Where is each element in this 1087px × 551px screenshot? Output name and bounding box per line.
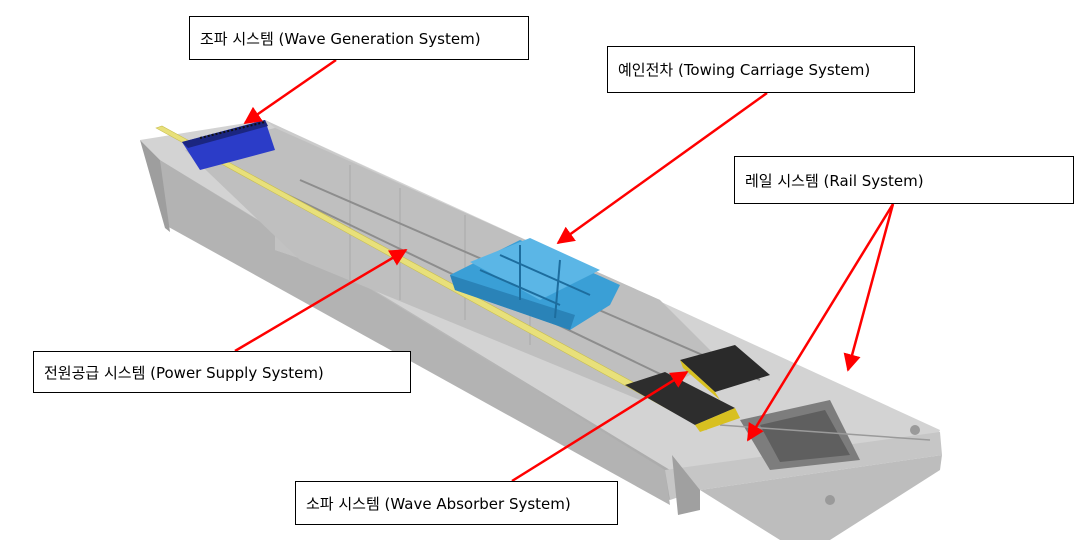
callout-rail-label: 레일 시스템 (Rail System) (745, 171, 924, 190)
wave-maker (182, 120, 275, 170)
callout-wave-generation: 조파 시스템 (Wave Generation System) (189, 16, 529, 60)
callout-towing-carriage: 예인전차 (Towing Carriage System) (607, 46, 915, 93)
arrow-wave-absorber (511, 370, 689, 483)
towing-carriage (450, 238, 620, 330)
arrow-rail-right (843, 203, 895, 372)
callout-arrows (234, 58, 895, 483)
arrow-power-supply (234, 248, 408, 353)
arrow-towing-carriage (556, 91, 768, 245)
callout-power-supply-label: 전원공급 시스템 (Power Supply System) (44, 363, 324, 382)
callout-wave-generation-label: 조파 시스템 (Wave Generation System) (200, 29, 481, 48)
callout-rail: 레일 시스템 (Rail System) (734, 156, 1074, 204)
arrow-rail-left (746, 203, 895, 442)
callout-towing-carriage-label: 예인전차 (Towing Carriage System) (618, 61, 871, 79)
callout-wave-absorber-label: 소파 시스템 (Wave Absorber System) (306, 494, 571, 513)
wave-absorber (625, 345, 770, 432)
callout-wave-absorber: 소파 시스템 (Wave Absorber System) (295, 481, 618, 525)
arrow-wave-generation (243, 58, 337, 125)
callout-power-supply: 전원공급 시스템 (Power Supply System) (33, 351, 411, 393)
